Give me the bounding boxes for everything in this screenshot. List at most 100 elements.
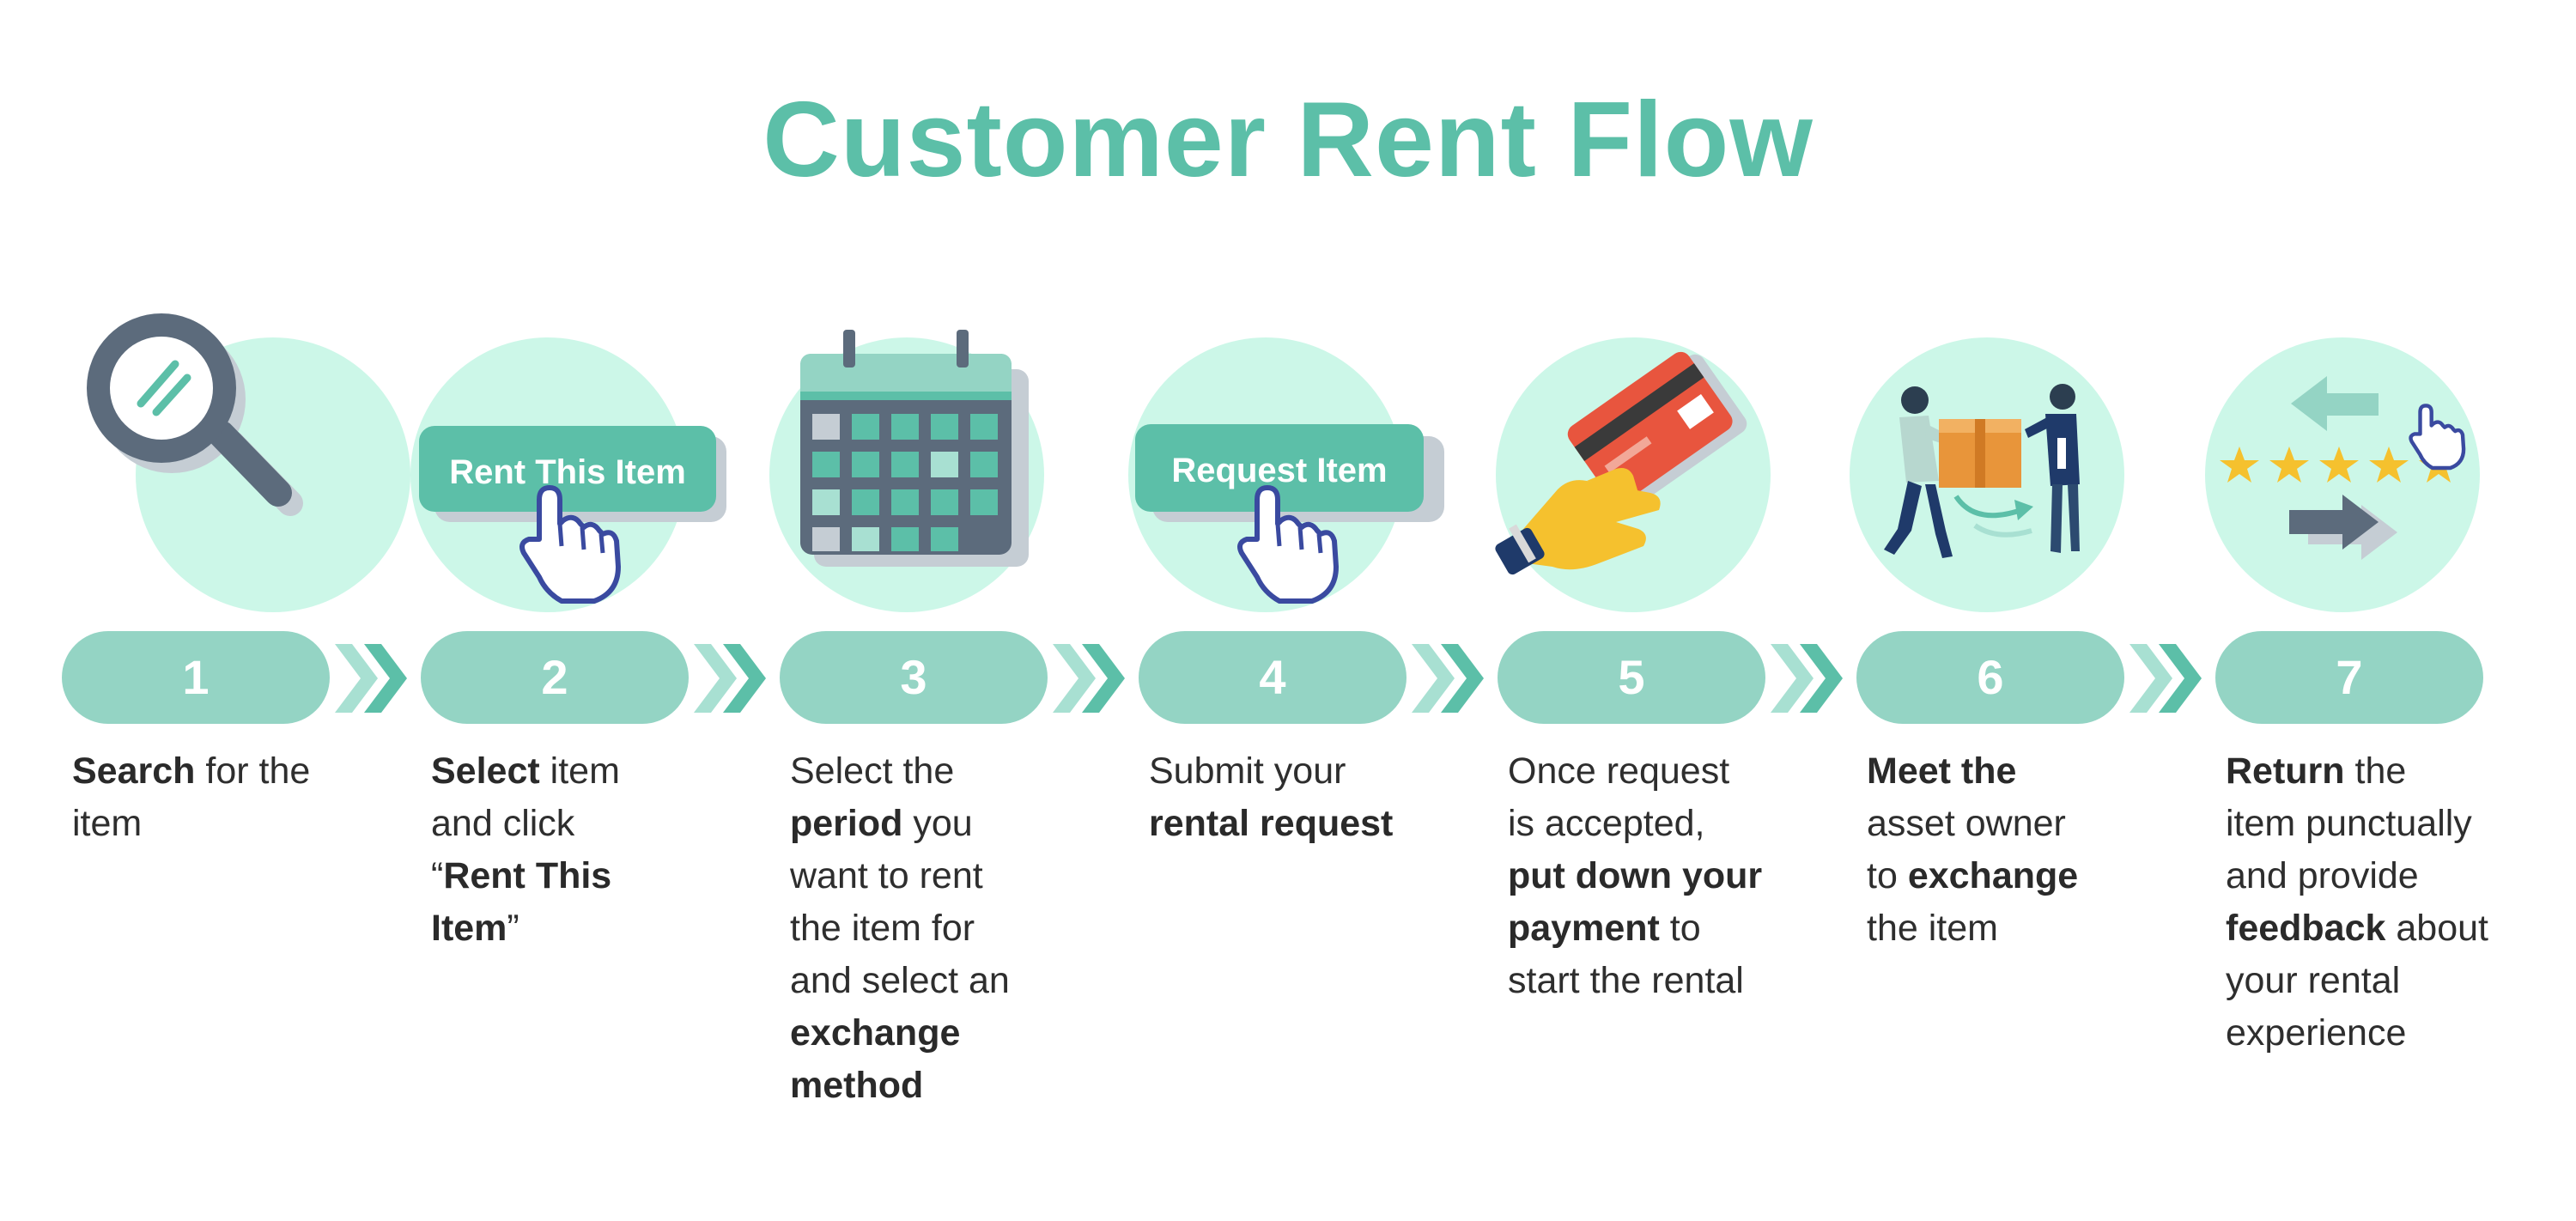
- text: your rental: [2226, 960, 2401, 1001]
- chevron-right-icon: [694, 644, 766, 713]
- page-title: Customer Rent Flow: [762, 81, 1814, 199]
- description-line: method: [790, 1060, 1099, 1112]
- description-line: “Rent This: [431, 850, 740, 902]
- magnifier-icon: [52, 309, 412, 635]
- description-line: put down your: [1508, 850, 1817, 902]
- text: Select the: [790, 750, 955, 792]
- bold-text: Select: [431, 750, 540, 792]
- description-line: exchange: [790, 1007, 1099, 1060]
- text: the item for: [790, 908, 975, 949]
- text: item: [72, 803, 143, 844]
- step-description: Search for the item: [72, 745, 381, 850]
- text: is accepted,: [1508, 803, 1705, 844]
- description-line: rental request: [1149, 798, 1458, 850]
- bold-text: exchange: [1907, 855, 2079, 896]
- description-line: Submit your: [1149, 745, 1458, 798]
- description-line: feedback about: [2226, 902, 2535, 955]
- rent-button-label: Rent This Item: [449, 453, 686, 491]
- step-1: 1 Search for the item: [52, 0, 412, 1221]
- text: the item: [1867, 908, 1998, 949]
- bold-text: rental request: [1149, 803, 1394, 844]
- bold-text: Return: [2226, 750, 2345, 792]
- bold-text: Meet the: [1867, 750, 2017, 792]
- description-line: the item for: [790, 902, 1099, 955]
- bold-text: put down your: [1508, 855, 1763, 896]
- text: about: [2385, 908, 2488, 949]
- description-line: the item: [1867, 902, 2176, 955]
- step-number-pill: 1: [62, 631, 330, 724]
- chevron-right-icon: [1771, 644, 1843, 713]
- description-line: and click: [431, 798, 740, 850]
- step-7: 7 Return the item punctually and provide fe…: [2205, 0, 2566, 1221]
- description-line: Meet the: [1867, 745, 2176, 798]
- credit-card-icon: [1487, 309, 1848, 635]
- chevron-right-icon: [1412, 644, 1484, 713]
- step-6: 6 Meet the asset owner to exchange the item: [1846, 0, 2207, 1221]
- chevron-right-icon: [2129, 644, 2202, 713]
- step-5: 5 Once request is accepted, put down your p…: [1487, 0, 1848, 1221]
- description-line: your rental: [2226, 955, 2535, 1007]
- pointer-hand-icon: [2409, 404, 2466, 471]
- bold-text: Search: [72, 750, 196, 792]
- text: and click: [431, 803, 575, 844]
- text: start the rental: [1508, 960, 1744, 1001]
- text: and select an: [790, 960, 1010, 1001]
- description-line: and select an: [790, 955, 1099, 1007]
- bold-text: payment: [1508, 908, 1660, 949]
- step-number-pill: 4: [1139, 631, 1406, 724]
- text: asset owner: [1867, 803, 2066, 844]
- description-line: Select item: [431, 745, 740, 798]
- description-line: payment to: [1508, 902, 1817, 955]
- description-line: is accepted,: [1508, 798, 1817, 850]
- text: want to rent: [790, 855, 983, 896]
- bold-text: exchange: [790, 1012, 961, 1054]
- bold-text: period: [790, 803, 903, 844]
- pointer-hand-icon: [519, 485, 621, 604]
- text: ”: [507, 908, 519, 949]
- step-number-pill: 2: [421, 631, 689, 724]
- feedback-stars-icon: [2205, 309, 2566, 635]
- text: Once request: [1508, 750, 1730, 792]
- step-description: Once request is accepted, put down your pay…: [1508, 745, 1817, 1007]
- chevron-right-icon: [1053, 644, 1125, 713]
- description-line: to exchange: [1867, 850, 2176, 902]
- text: item: [539, 750, 620, 792]
- text: and provide: [2226, 855, 2419, 896]
- text: to: [1659, 908, 1701, 949]
- description-line: and provide: [2226, 850, 2535, 902]
- text: you: [902, 803, 973, 844]
- bold-text: Item: [431, 908, 507, 949]
- step-description: Submit your rental request: [1149, 745, 1458, 850]
- description-line: Item”: [431, 902, 740, 955]
- description-line: item: [72, 798, 381, 850]
- step-4: Request Item 4 Submit your rental request: [1128, 0, 1489, 1221]
- step-number-pill: 6: [1856, 631, 2124, 724]
- text: the: [2344, 750, 2407, 792]
- description-line: Once request: [1508, 745, 1817, 798]
- chevron-right-icon: [335, 644, 407, 713]
- bold-text: method: [790, 1065, 924, 1106]
- request-button-label: Request Item: [1171, 452, 1387, 489]
- description-line: Return the: [2226, 745, 2535, 798]
- text: experience: [2226, 1012, 2407, 1054]
- rent-button-icon: Rent This Item: [410, 309, 771, 635]
- text: “: [431, 855, 444, 896]
- step-number-pill: 3: [780, 631, 1048, 724]
- step-description: Meet the asset owner to exchange the item: [1867, 745, 2176, 955]
- description-line: period you: [790, 798, 1099, 850]
- step-number-pill: 7: [2215, 631, 2483, 724]
- calendar-icon: [769, 309, 1130, 635]
- text: item punctually: [2226, 803, 2472, 844]
- step-3: 3 Select the period you want to rent the it…: [769, 0, 1130, 1221]
- bold-text: feedback: [2226, 908, 2386, 949]
- description-line: Select the: [790, 745, 1099, 798]
- text: for the: [195, 750, 311, 792]
- bold-text: Rent This: [443, 855, 612, 896]
- description-line: experience: [2226, 1007, 2535, 1060]
- text: to: [1867, 855, 1908, 896]
- text: Submit your: [1149, 750, 1346, 792]
- handover-people-icon: [1846, 309, 2207, 635]
- description-line: start the rental: [1508, 955, 1817, 1007]
- step-number-pill: 5: [1498, 631, 1765, 724]
